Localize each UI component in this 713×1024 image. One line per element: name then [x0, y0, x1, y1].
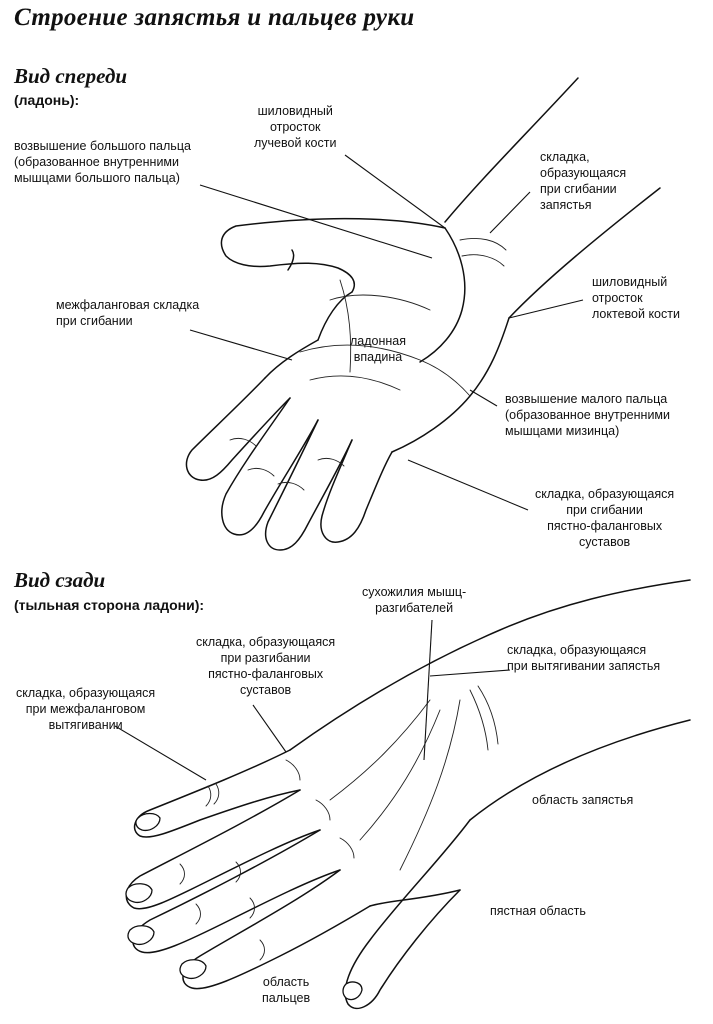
label-extensor-tendons: сухожилия мышц- разгибателей: [362, 585, 467, 615]
front-view-heading: Вид спереди: [14, 64, 128, 88]
label-metacarpal-region: пястная область: [490, 904, 586, 918]
dorsum-view-leader-lines: [114, 619, 511, 781]
page-title: Строение запястья и пальцев руки: [14, 4, 415, 31]
label-interphalangeal-extension-crease: складка, образующаяся при межфаланговом …: [16, 686, 156, 732]
label-wrist-region: область запястья: [532, 793, 634, 807]
label-palm-hollow: ладонная впадина: [350, 334, 407, 364]
label-hypothenar-eminence: возвышение малого пальца (образованное в…: [505, 392, 671, 438]
label-ulnar-styloid: шиловидный отросток локтевой кости: [592, 275, 680, 321]
label-mcp-extension-crease: складка, образующаяся при разгибании пяс…: [196, 635, 336, 697]
palm-view-leader-lines: [189, 154, 584, 511]
front-view-subheading: (ладонь):: [14, 92, 80, 108]
label-interphalangeal-crease: межфаланговая складка при сгибании: [56, 298, 200, 328]
label-thenar-eminence: возвышение большого пальца (образованное…: [14, 139, 191, 185]
label-finger-region: область пальцев: [262, 975, 311, 1005]
palm-view-drawing: [185, 77, 661, 551]
back-view-heading: Вид сзади: [14, 568, 106, 592]
label-mcp-flexion-crease: складка, образующаяся при сгибании пястн…: [535, 487, 675, 549]
label-wrist-flexion-crease: складка, образующаяся при сгибании запяс…: [540, 150, 627, 212]
label-wrist-extension-crease: складка, образующаяся при вытягивании за…: [507, 643, 661, 673]
dorsum-view-drawing: [125, 579, 691, 1010]
label-radial-styloid: шиловидный отросток лучевой кости: [254, 104, 337, 150]
back-view-subheading: (тыльная сторона ладони):: [14, 597, 205, 613]
